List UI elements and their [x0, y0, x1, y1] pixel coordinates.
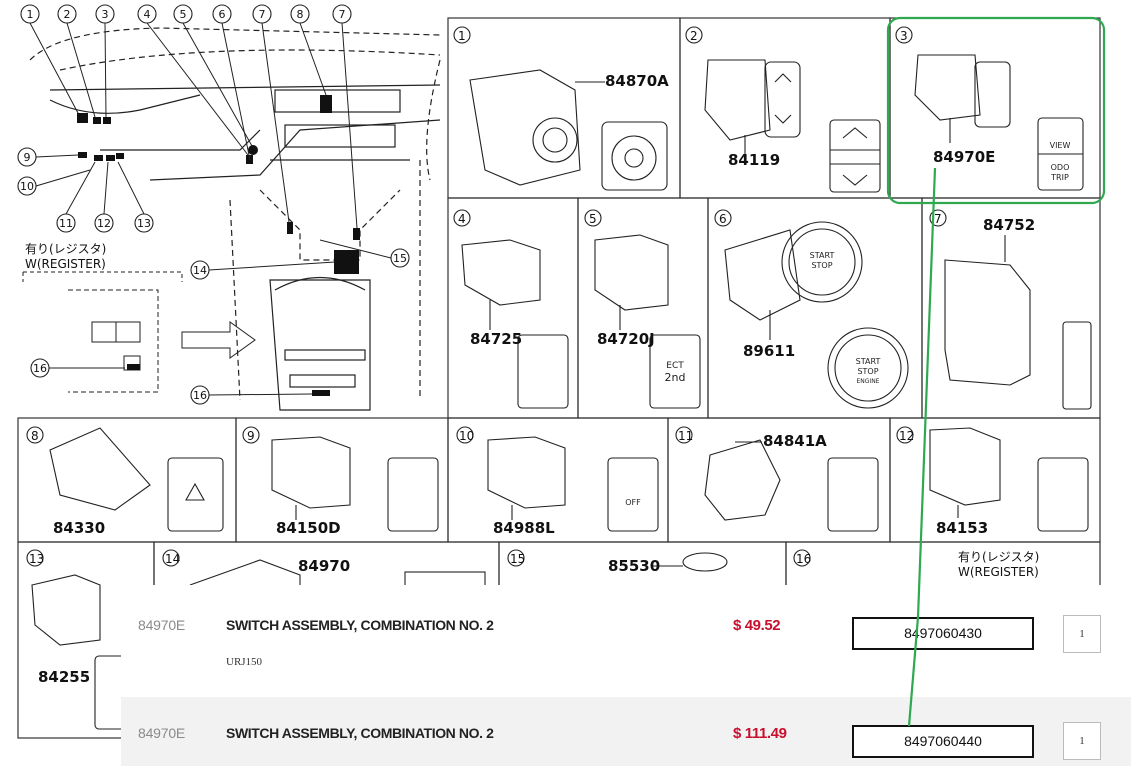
svg-text:ENGINE: ENGINE — [857, 378, 880, 385]
part-label-89611: 89611 — [743, 342, 795, 360]
part-number-box[interactable]: 8497060430 — [852, 617, 1034, 650]
part-code: 84970E — [138, 725, 186, 741]
svg-text:STOP: STOP — [857, 367, 878, 376]
part-label-84330: 84330 — [53, 519, 105, 537]
panel-7 — [929, 209, 1092, 410]
panel-10 — [456, 426, 659, 532]
svg-text:1: 1 — [27, 8, 34, 21]
svg-text:10: 10 — [459, 429, 474, 443]
ect-icon-label: ECT — [666, 361, 684, 371]
start-stop-icon-label: START — [856, 357, 881, 366]
svg-text:8: 8 — [31, 429, 39, 443]
svg-text:1: 1 — [458, 29, 466, 43]
result-row[interactable]: 84970E SWITCH ASSEMBLY, COMBINATION NO. … — [121, 697, 1131, 766]
register-label-en: W(REGISTER) — [25, 257, 106, 271]
part-label-84720J: 84720J — [597, 330, 655, 348]
svg-text:4: 4 — [144, 8, 151, 21]
part-label-84752: 84752 — [983, 216, 1035, 234]
svg-text:4: 4 — [458, 212, 466, 226]
callout-leaders — [29, 22, 392, 396]
panel-4 — [453, 209, 569, 409]
panel-13 — [26, 549, 146, 730]
panel-8 — [26, 426, 224, 532]
part-number-box[interactable]: 8497060440 — [852, 725, 1034, 758]
part-label-84841A: 84841A — [763, 432, 827, 450]
part-label-85530: 85530 — [608, 557, 660, 575]
dashboard-overview — [29, 27, 441, 411]
part-subtitle: URJ150 — [226, 656, 263, 668]
svg-text:3: 3 — [900, 29, 908, 43]
svg-text:STOP: STOP — [811, 261, 832, 270]
svg-text:7: 7 — [934, 212, 942, 226]
view-icon-label: VIEW — [1050, 141, 1071, 150]
part-label-84725: 84725 — [470, 330, 522, 348]
svg-text:9: 9 — [24, 151, 31, 164]
svg-text:15: 15 — [510, 552, 525, 566]
panel-15 — [507, 549, 728, 572]
dashboard-part-markers — [77, 95, 360, 396]
odo-icon-label: ODO — [1051, 163, 1070, 172]
svg-text:6: 6 — [219, 8, 226, 21]
part-label-84988L: 84988L — [493, 519, 555, 537]
part-label-84970E: 84970E — [933, 148, 995, 166]
panel-2 — [685, 26, 881, 193]
part-label-84119: 84119 — [728, 151, 780, 169]
svg-text:10: 10 — [20, 180, 34, 193]
register-inset: 有り(レジスタ) W(REGISTER) — [22, 242, 256, 393]
svg-text:16: 16 — [796, 552, 811, 566]
part-label-84150D: 84150D — [276, 519, 341, 537]
svg-text:START: START — [810, 251, 835, 260]
svg-text:11: 11 — [678, 429, 693, 443]
svg-text:7: 7 — [259, 8, 266, 21]
panel-16 — [793, 549, 811, 567]
svg-text:8: 8 — [297, 8, 304, 21]
panel-9 — [242, 426, 439, 532]
part-description: SWITCH ASSEMBLY, COMBINATION NO. 2 — [226, 617, 494, 633]
svg-text:16: 16 — [193, 389, 207, 402]
panel-5 — [584, 209, 701, 409]
highlight-box — [886, 16, 1106, 205]
part-label-84970: 84970 — [298, 557, 350, 575]
part-code: 84970E — [138, 617, 186, 633]
trip-icon-label: TRIP — [1050, 173, 1069, 182]
part-label-84870A: 84870A — [605, 72, 669, 90]
svg-text:15: 15 — [393, 252, 407, 265]
part-price: $ 49.52 — [733, 617, 781, 634]
svg-text:6: 6 — [719, 212, 727, 226]
result-row[interactable]: 84970E SWITCH ASSEMBLY, COMBINATION NO. … — [121, 585, 1131, 697]
panel16-label-en: W(REGISTER) — [958, 565, 1039, 579]
svg-text:13: 13 — [29, 552, 44, 566]
svg-text:14: 14 — [193, 264, 207, 277]
quantity-input[interactable]: 1 — [1063, 722, 1101, 760]
panel-12 — [896, 426, 1089, 532]
panel-11 — [675, 426, 879, 532]
svg-text:12: 12 — [97, 217, 111, 230]
panel-3 — [895, 26, 1084, 191]
quantity-input[interactable]: 1 — [1063, 615, 1101, 653]
part-label-84153: 84153 — [936, 519, 988, 537]
svg-text:12: 12 — [899, 429, 914, 443]
2nd-icon-label: 2nd — [665, 371, 686, 384]
off-icon-label: OFF — [625, 498, 641, 507]
svg-text:7: 7 — [339, 8, 346, 21]
svg-text:2: 2 — [690, 29, 698, 43]
panel-6 — [714, 209, 909, 409]
register-label-jp: 有り(レジスタ) — [25, 242, 106, 256]
svg-text:5: 5 — [180, 8, 187, 21]
svg-text:11: 11 — [59, 217, 73, 230]
panel16-label-jp: 有り(レジスタ) — [958, 550, 1039, 564]
callout-circles — [17, 4, 410, 405]
svg-text:13: 13 — [137, 217, 151, 230]
part-price: $ 111.49 — [733, 725, 787, 742]
svg-text:2: 2 — [64, 8, 71, 21]
panel-1 — [453, 26, 668, 191]
part-description: SWITCH ASSEMBLY, COMBINATION NO. 2 — [226, 725, 494, 741]
svg-text:9: 9 — [247, 429, 255, 443]
svg-text:3: 3 — [102, 8, 109, 21]
svg-text:14: 14 — [165, 552, 180, 566]
svg-text:16: 16 — [33, 362, 47, 375]
svg-text:5: 5 — [589, 212, 597, 226]
part-label-84255: 84255 — [38, 668, 90, 686]
